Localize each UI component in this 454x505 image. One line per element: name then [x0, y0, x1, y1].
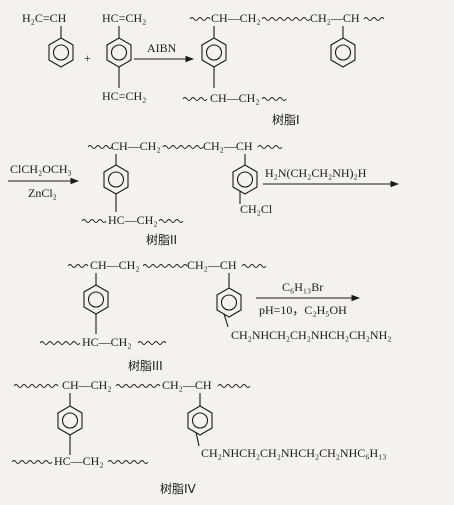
benzene-ring-icon — [216, 287, 242, 318]
benzene-ring-icon — [103, 164, 129, 195]
resin3-top-b: CH₂—CH — [187, 258, 237, 272]
dvb-bottom-text: HC=CH₂ — [102, 89, 146, 103]
wavy-chain-icon — [189, 17, 211, 21]
wavy-chain-icon — [39, 341, 81, 345]
wavy-chain-icon — [137, 341, 167, 345]
reaction-arrow-2: ClCH₂OCH₃ ZnCl₂ — [8, 162, 80, 200]
wavy-chain-icon — [217, 384, 251, 388]
benzene-ring-icon — [187, 405, 213, 436]
resin3-bottom: HC—CH₂ — [82, 335, 132, 349]
resin2-top-a: CH—CH₂ — [111, 139, 161, 153]
resin4-top-a: CH—CH₂ — [62, 378, 112, 392]
bond — [195, 431, 200, 447]
wavy-chain-icon — [87, 145, 113, 149]
reaction-arrow-1: AIBN — [134, 41, 195, 63]
row1: H₂C=CH + HC=CH₂ HC=CH₂ AIBN — [22, 11, 385, 127]
row4: CH—CH₂ CH₂—CH HC—CH₂ CH₂NHCH₂CH₂NHCH₂CH₂… — [11, 378, 386, 496]
styrene-vinyl-text: H₂C=CH — [22, 11, 67, 25]
resin2-bottom: HC—CH₂ — [108, 213, 158, 227]
divinylbenzene-monomer: HC=CH₂ HC=CH₂ — [102, 11, 146, 103]
polyamine-substituent: CH₂NHCH₂CH₂NHCH₂CH₂NH₂ — [231, 328, 391, 342]
resin-4-structure: CH—CH₂ CH₂—CH HC—CH₂ CH₂NHCH₂CH₂NHCH₂CH₂… — [11, 378, 386, 496]
benzene-ring-icon — [232, 164, 258, 195]
reaction-arrow-4: C₆H₁₃Br pH=10，C₂H₅OH — [256, 280, 361, 317]
wavy-chain-icon — [257, 145, 283, 149]
resin2-top-b: CH₂—CH — [203, 139, 253, 153]
wavy-chain-icon — [363, 17, 385, 21]
wavy-chain-icon — [107, 460, 149, 464]
wavy-chain-icon — [13, 384, 59, 388]
resin-1-structure: CH—CH₂ CH₂—CH CH—CH₂ 树脂I — [182, 11, 385, 127]
wavy-chain-icon — [241, 264, 267, 268]
wavy-chain-icon — [261, 97, 287, 101]
reaction-conditions: pH=10，C₂H₅OH — [259, 303, 347, 317]
wavy-chain-icon — [11, 460, 53, 464]
resin4-bottom: HC—CH₂ — [54, 454, 104, 468]
row3: CH—CH₂ CH₂—CH HC—CH₂ CH₂NHCH₂CH₂NHCH₂CH₂… — [39, 258, 391, 373]
resin1-top-a: CH—CH₂ — [211, 11, 261, 25]
resin-2-label: 树脂II — [146, 232, 177, 247]
resin-1-label: 树脂I — [272, 112, 300, 127]
benzene-ring-icon — [83, 284, 109, 315]
benzene-ring-icon — [48, 37, 74, 68]
resin1-bottom: CH—CH₂ — [210, 91, 260, 105]
resin3-top-a: CH—CH₂ — [90, 258, 140, 272]
resin4-top-b: CH₂—CH — [162, 378, 212, 392]
styrene-monomer: H₂C=CH — [22, 11, 74, 68]
wavy-chain-icon — [182, 97, 208, 101]
resin-2-structure: CH—CH₂ CH₂—CH HC—CH₂ CH₂Cl 树脂II — [81, 139, 283, 247]
chloromethyl-group: CH₂Cl — [240, 202, 273, 216]
dvb-top-text: HC=CH₂ — [102, 11, 146, 25]
chloromethylation-reagent: ClCH₂OCH₃ — [10, 162, 72, 176]
benzene-ring-icon — [201, 37, 227, 68]
catalyst-label: AIBN — [147, 41, 177, 55]
wavy-chain-icon — [142, 264, 188, 268]
wavy-chain-icon — [162, 145, 204, 149]
wavy-chain-icon — [115, 384, 161, 388]
lewis-acid-catalyst: ZnCl₂ — [28, 186, 57, 200]
wavy-chain-icon — [81, 219, 107, 223]
benzene-ring-icon — [106, 37, 132, 68]
resin-3-label: 树脂III — [128, 358, 163, 373]
alkylation-reagent: C₆H₁₃Br — [282, 280, 323, 294]
benzene-ring-icon — [57, 405, 83, 436]
wavy-chain-icon — [67, 264, 89, 268]
amine-reagent: H₂N(CH₂CH₂NH)₂H — [265, 166, 367, 180]
wavy-chain-icon — [261, 17, 311, 21]
bond — [223, 313, 229, 328]
plus-sign: + — [84, 51, 91, 65]
resin-3-structure: CH—CH₂ CH₂—CH HC—CH₂ CH₂NHCH₂CH₂NHCH₂CH₂… — [39, 258, 391, 373]
resin-4-label: 树脂IV — [160, 481, 197, 496]
benzene-ring-icon — [330, 37, 356, 68]
wavy-chain-icon — [158, 219, 184, 223]
hexyl-polyamine-substituent: CH₂NHCH₂CH₂NHCH₂CH₂NHC₆H₁₃ — [201, 446, 386, 460]
reaction-arrow-3: H₂N(CH₂CH₂NH)₂H — [263, 166, 400, 188]
resin1-top-b: CH₂—CH — [310, 11, 360, 25]
row2: ClCH₂OCH₃ ZnCl₂ CH—CH₂ CH₂—CH HC—CH₂ — [8, 139, 400, 247]
